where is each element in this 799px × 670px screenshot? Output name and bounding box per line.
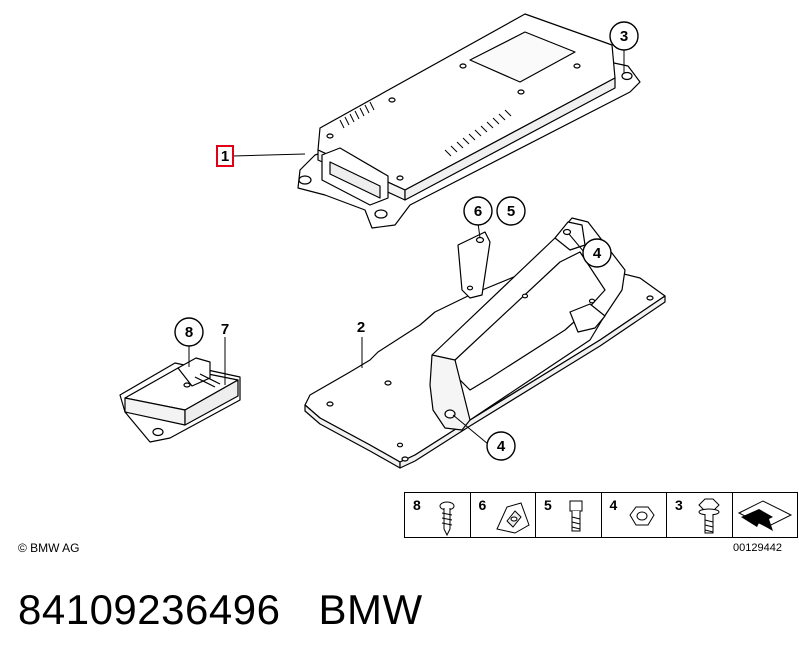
- legend-item-5: 5: [536, 493, 602, 537]
- svg-text:2: 2: [357, 319, 365, 336]
- legend-number: 3: [675, 497, 683, 513]
- legend-item-3: 3: [667, 493, 733, 537]
- legend-item-arrow: [733, 493, 798, 537]
- leader-lines: [188, 50, 625, 445]
- svg-text:4: 4: [593, 245, 602, 262]
- screw-icon: [439, 501, 455, 537]
- fastener-legend: 8 6 5 4 3: [404, 492, 798, 538]
- small-module-part: [119, 357, 241, 443]
- callout-3: 3: [609, 21, 639, 51]
- part-caption: 84109236496 BMW: [18, 586, 423, 634]
- svg-text:3: 3: [620, 28, 628, 45]
- svg-text:6: 6: [474, 203, 482, 220]
- copyright-text: © BMW AG: [18, 541, 80, 555]
- callout-8: 8: [174, 317, 204, 347]
- vent-slots: [339, 101, 512, 157]
- svg-text:5: 5: [507, 203, 515, 220]
- legend-item-4: 4: [602, 493, 667, 537]
- legend-item-8: 8: [405, 493, 471, 537]
- hex-nut-icon: [628, 506, 655, 526]
- svg-text:8: 8: [185, 324, 193, 341]
- brand-name: BMW: [318, 586, 423, 633]
- parts-diagram: 1 3 6 5 4 4 2 7 8: [119, 13, 666, 469]
- svg-text:4: 4: [497, 438, 506, 455]
- callout-5: 5: [496, 196, 526, 226]
- legend-item-6: 6: [471, 493, 536, 537]
- legend-number: 8: [413, 497, 421, 513]
- bolt-icon: [569, 500, 583, 532]
- legend-number: 4: [609, 497, 618, 513]
- callout-7: 7: [221, 321, 229, 338]
- part-number: 84109236496: [18, 586, 281, 633]
- clip-nut-icon: [495, 502, 530, 534]
- drawing-number: 00129442: [733, 542, 782, 554]
- legend-number: 5: [544, 497, 552, 513]
- callout-6: 6: [463, 196, 493, 226]
- svg-text:7: 7: [221, 321, 229, 338]
- callout-2: 2: [357, 319, 365, 336]
- svg-text:1: 1: [221, 148, 229, 165]
- callout-1: 1: [216, 145, 234, 167]
- legend-number: 6: [478, 497, 487, 513]
- control-module-part: [297, 13, 641, 229]
- callout-4-lower: 4: [486, 431, 516, 461]
- flange-bolt-icon: [698, 498, 720, 534]
- callout-4-upper: 4: [582, 238, 612, 268]
- arrow-icon: [737, 500, 792, 531]
- mounting-bracket-part: [304, 217, 666, 469]
